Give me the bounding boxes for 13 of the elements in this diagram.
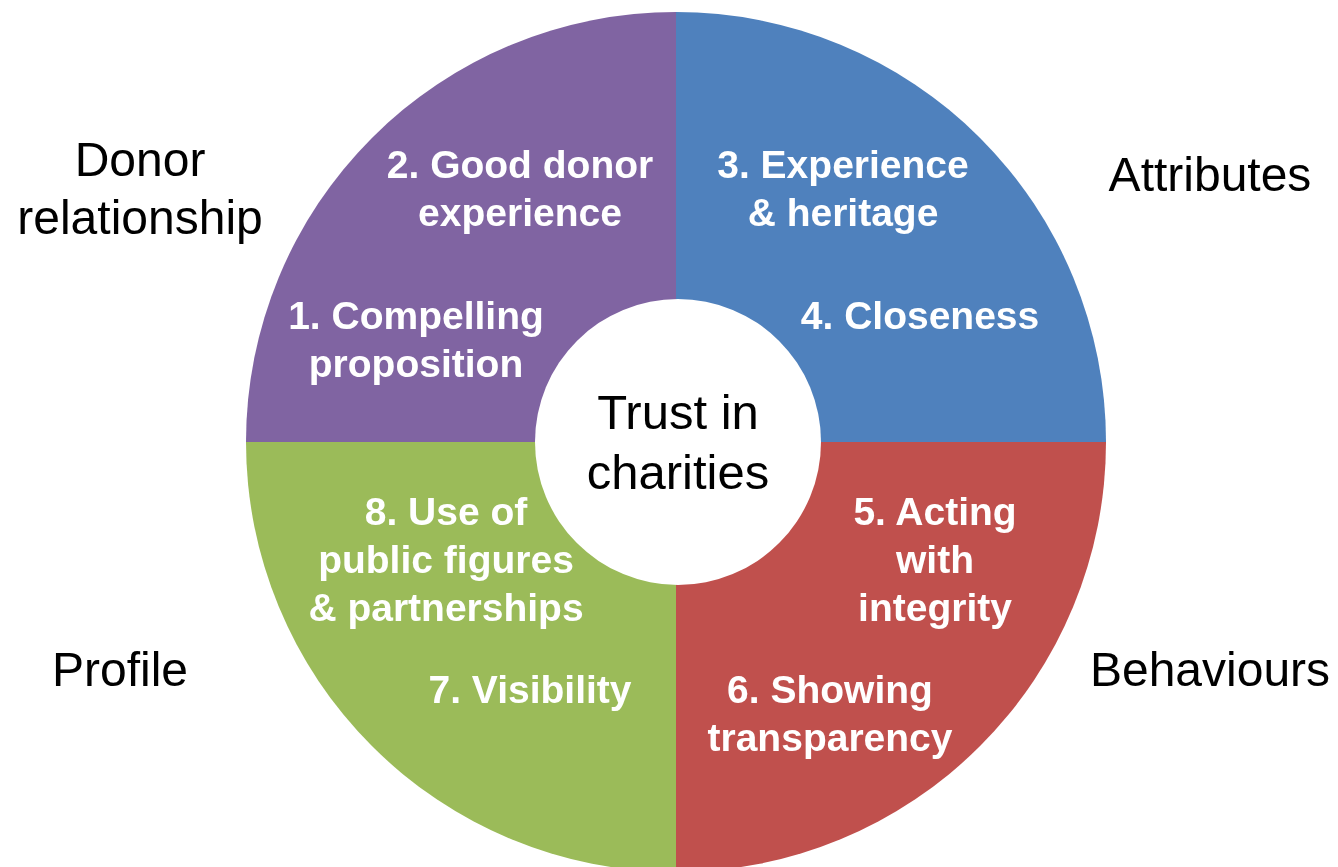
segment-label: 5. Acting with integrity <box>852 489 1018 631</box>
segment-label: 6. Showing transparency <box>706 667 954 761</box>
category-label: Profile <box>50 642 190 698</box>
segment-label: 7. Visibility <box>427 667 633 713</box>
category-label: Donor relationship <box>16 132 264 246</box>
center-label: Trust in charities <box>585 384 771 501</box>
segment-label: 2. Good donor experience <box>385 142 655 236</box>
segment-label: 3. Experience & heritage <box>716 142 970 236</box>
category-label: Behaviours <box>1088 642 1332 698</box>
category-label: Attributes <box>1107 147 1313 203</box>
segment-label: 4. Closeness <box>799 293 1041 339</box>
segment-label: 8. Use of public figures & partnerships <box>307 489 585 631</box>
segment-label: 1. Compelling proposition <box>287 293 545 387</box>
